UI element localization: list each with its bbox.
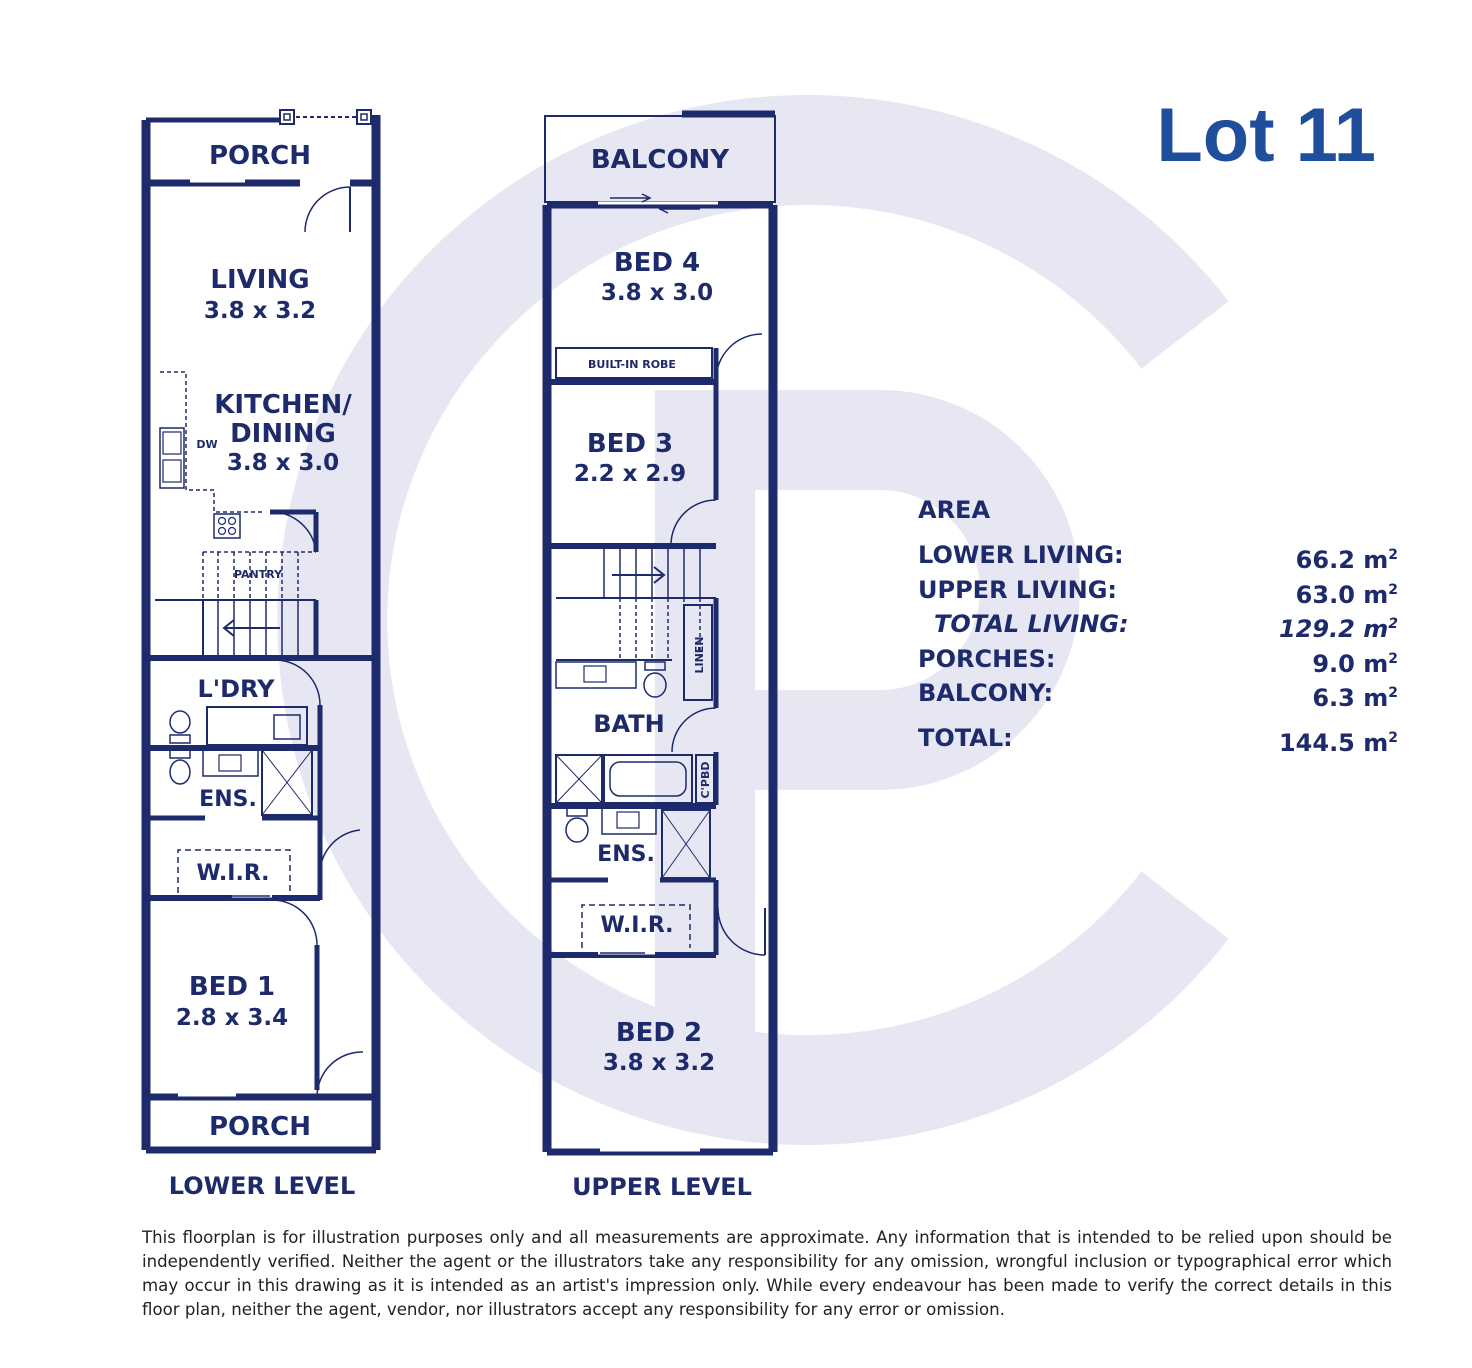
- area-row-porches: PORCHES: 9.0 m2: [918, 642, 1398, 678]
- area-total-value: 144.5 m2: [1278, 728, 1398, 757]
- bed2-label: BED 2: [616, 1018, 702, 1048]
- lower-level-label: LOWER LEVEL: [169, 1172, 356, 1200]
- area-row-label: PORCHES:: [918, 644, 1056, 673]
- area-row-value: 6.3 m2: [1312, 684, 1398, 712]
- area-row-balcony: BALCONY: 6.3 m2: [918, 676, 1398, 712]
- upper-level-plan: [542, 110, 778, 1156]
- area-row-value: 66.2 m2: [1295, 546, 1398, 574]
- area-schedule: AREA LOWER LIVING: 66.2 m2 UPPER LIVING:…: [918, 492, 1398, 757]
- built-in-robe-label: BUILT-IN ROBE: [588, 358, 676, 371]
- lower-level-plan: [141, 109, 381, 1154]
- area-row-label: LOWER LIVING:: [918, 541, 1124, 569]
- upper-level-labels: BALCONY BED 4 3.8 x 3.0 BUILT-IN ROBE BE…: [572, 145, 752, 1201]
- bed4-size: 3.8 x 3.0: [601, 280, 713, 306]
- porch-bottom-label: PORCH: [209, 1112, 311, 1142]
- area-row-total-living: TOTAL LIVING: 129.2 m2: [918, 607, 1398, 643]
- laundry-label: L'DRY: [197, 675, 275, 703]
- pantry-label: PANTRY: [234, 568, 283, 581]
- bed3-size: 2.2 x 2.9: [574, 461, 686, 487]
- bed1-size: 2.8 x 3.4: [176, 1005, 288, 1031]
- kitchen-label-line1: KITCHEN/: [214, 390, 352, 420]
- balcony-label: BALCONY: [591, 145, 730, 175]
- bed2-size: 3.8 x 3.2: [603, 1050, 715, 1076]
- bath-label: BATH: [593, 710, 664, 738]
- area-row-total: TOTAL: 144.5 m2: [918, 721, 1398, 757]
- lower-wir-label: W.I.R.: [196, 861, 269, 886]
- upper-wir-label: W.I.R.: [600, 913, 673, 938]
- area-heading: AREA: [918, 496, 991, 524]
- upper-ensuite-label: ENS.: [597, 842, 655, 867]
- lot-title: Lot 11: [1156, 93, 1376, 178]
- living-size: 3.8 x 3.2: [204, 298, 316, 324]
- area-row-lower-living: LOWER LIVING: 66.2 m2: [918, 538, 1398, 574]
- disclaimer-text: This floorplan is for illustration purpo…: [142, 1228, 1392, 1319]
- bed4-label: BED 4: [614, 248, 700, 278]
- cupboard-label: C'PBD: [699, 761, 712, 798]
- kitchen-size: 3.8 x 3.0: [227, 450, 339, 476]
- living-label: LIVING: [210, 265, 309, 295]
- bed1-label: BED 1: [189, 972, 275, 1002]
- linen-label: LINEN: [693, 636, 706, 673]
- area-row-label: BALCONY:: [918, 679, 1054, 707]
- area-total-label: TOTAL:: [918, 723, 1013, 752]
- upper-level-label: UPPER LEVEL: [572, 1173, 752, 1201]
- lower-level-labels: PORCH LIVING 3.8 x 3.2 KITCHEN/ DINING 3…: [169, 141, 356, 1200]
- porch-top-label: PORCH: [209, 141, 311, 171]
- area-row-value: 129.2 m2: [1278, 615, 1398, 643]
- area-row-label: TOTAL LIVING:: [934, 610, 1129, 638]
- kitchen-label-line2: DINING: [230, 419, 336, 449]
- area-row-label: UPPER LIVING:: [918, 575, 1118, 604]
- area-row-value: 63.0 m2: [1295, 580, 1398, 609]
- area-row-upper-living: UPPER LIVING: 63.0 m2: [918, 573, 1398, 609]
- bed3-label: BED 3: [587, 429, 673, 459]
- lower-ensuite-label: ENS.: [199, 787, 257, 812]
- dishwasher-label: DW: [196, 438, 217, 451]
- watermark-logo: [277, 95, 1229, 1145]
- area-row-value: 9.0 m2: [1312, 649, 1398, 678]
